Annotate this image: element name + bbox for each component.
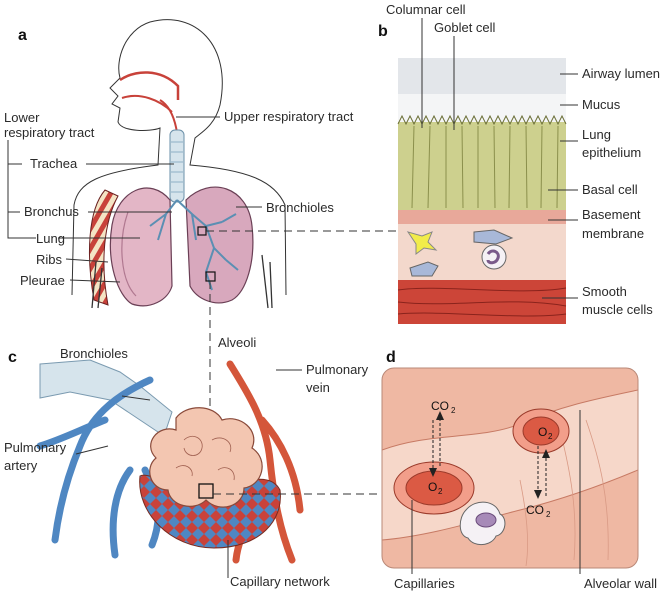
label-co2-top-subscript: 2: [451, 406, 456, 415]
lung-right: [185, 186, 254, 304]
label-airway-lumen: Airway lumen: [582, 66, 660, 81]
label-lower-respiratory-tract-line1: Lower: [4, 110, 40, 125]
alveolar-sac: [149, 407, 263, 508]
bronchial-tree: [149, 199, 239, 291]
label-o2-left-subscript: 2: [438, 487, 443, 496]
epithelium-layer: [398, 122, 566, 210]
label-basement-membrane-line1: Basement: [582, 207, 641, 222]
label-mucus: Mucus: [582, 97, 621, 112]
label-basal-cell: Basal cell: [582, 182, 638, 197]
panel-label-b: b: [378, 23, 388, 40]
airway-lumen-layer: [398, 58, 566, 94]
pulmonary-artery-vessels: [36, 376, 162, 559]
label-pulmonary-artery-line2: artery: [4, 458, 38, 473]
pleura-left: [121, 211, 137, 297]
label-capillary-network: Capillary network: [230, 574, 330, 589]
body-outline: [71, 19, 287, 296]
label-lung-epithelium-line1: Lung: [582, 127, 611, 142]
label-alveolar-wall: Alveolar wall: [584, 576, 657, 591]
basement-membrane-layer: [398, 210, 566, 224]
label-co2-top: CO: [431, 399, 449, 413]
lung-left: [109, 187, 173, 307]
panel-b-leader-lines: [421, 18, 578, 299]
label-trachea: Trachea: [30, 156, 78, 171]
label-pulmonary-vein-line2: vein: [306, 380, 330, 395]
label-bronchioles-c: Bronchioles: [60, 346, 128, 361]
panel-label-c: c: [8, 349, 17, 366]
panel-c-alveoli-diagram: [36, 359, 304, 564]
label-lower-respiratory-tract-line2: respiratory tract: [4, 125, 95, 140]
label-goblet-cell: Goblet cell: [434, 20, 496, 35]
label-o2-right-subscript: 2: [548, 432, 553, 441]
bronchiole-tube: [39, 359, 173, 437]
label-columnar-cell: Columnar cell: [386, 2, 466, 17]
label-basement-membrane-line2: membrane: [582, 226, 644, 241]
label-bronchioles-a: Bronchioles: [266, 200, 334, 215]
trachea-tube: [169, 129, 185, 203]
label-smooth-muscle-line1: Smooth: [582, 284, 627, 299]
panel-a-torso-diagram: [71, 19, 287, 309]
fibroblast-2: [473, 229, 514, 245]
immune-cell: [481, 244, 507, 270]
panel-d-leader-lines: [411, 410, 581, 574]
label-capillaries: Capillaries: [394, 576, 455, 591]
label-o2-left: O: [428, 480, 437, 494]
label-co2-bottom-subscript: 2: [546, 510, 551, 519]
label-pulmonary-vein-line1: Pulmonary: [306, 362, 369, 377]
ribcage-left: [88, 189, 119, 306]
label-pulmonary-artery-line1: Pulmonary: [4, 440, 67, 455]
label-lung: Lung: [36, 231, 65, 246]
label-bronchus: Bronchus: [24, 204, 79, 219]
panel-d-gas-arrows: [429, 411, 550, 499]
panel-label-a: a: [18, 27, 27, 44]
label-smooth-muscle-line2: muscle cells: [582, 302, 653, 317]
panel-a-leader-lines: [7, 116, 396, 420]
capillary-right-inner: [522, 416, 560, 446]
label-lung-epithelium-line2: epithelium: [582, 145, 641, 160]
label-o2-right: O: [538, 425, 547, 439]
label-upper-respiratory-tract: Upper respiratory tract: [224, 109, 354, 124]
panel-label-d: d: [386, 349, 396, 366]
panel-c-leader-lines: [75, 369, 382, 578]
upper-airway: [119, 71, 180, 100]
label-alveoli: Alveoli: [218, 335, 256, 350]
mucus-layer: [398, 94, 566, 122]
label-ribs: Ribs: [36, 252, 63, 267]
cilia: [397, 114, 567, 126]
fibroblast-1: [406, 231, 438, 255]
fibroblast-3: [409, 261, 439, 277]
panel-b-airway-wall: [397, 58, 567, 324]
inset-box-capillary: [198, 483, 214, 499]
label-co2-bottom: CO: [526, 503, 544, 517]
label-pleurae: Pleurae: [20, 273, 65, 288]
panel-d-gas-exchange: [382, 368, 638, 568]
